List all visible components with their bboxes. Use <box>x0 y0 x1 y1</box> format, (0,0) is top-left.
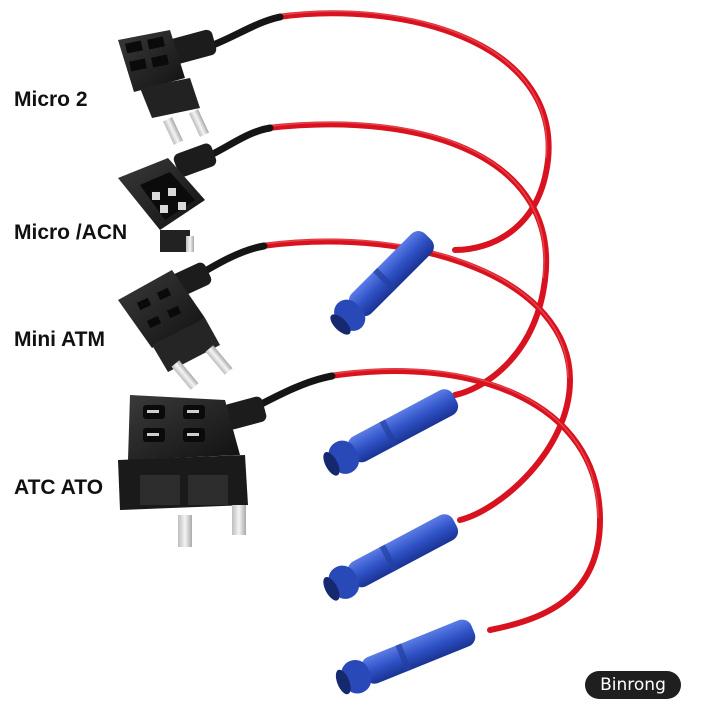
wire-atc-ato <box>327 368 604 633</box>
label-micro-acn: Micro /ACN <box>14 221 128 244</box>
blue-connector-1 <box>330 231 434 335</box>
label-micro2: Micro 2 <box>14 88 88 111</box>
blue-connector-3 <box>323 514 459 601</box>
label-atc-ato: ATC ATO <box>14 476 104 499</box>
wire-mini-atm <box>259 238 574 523</box>
fuse-holder-mini-atm <box>118 262 233 390</box>
watermark: Binrong <box>585 671 681 699</box>
wire-micro-acn <box>265 121 550 398</box>
blue-connector-2 <box>323 389 459 476</box>
blue-connector-4 <box>335 619 476 695</box>
fuse-holder-atc-ato <box>118 395 267 547</box>
wire-micro2 <box>275 10 552 253</box>
blue-connectors <box>323 231 476 695</box>
label-mini-atm: Mini ATM <box>14 328 105 351</box>
fuse-holder-micro-acn <box>118 143 217 252</box>
red-wires <box>259 10 604 633</box>
fuse-holder-micro2 <box>118 29 217 145</box>
